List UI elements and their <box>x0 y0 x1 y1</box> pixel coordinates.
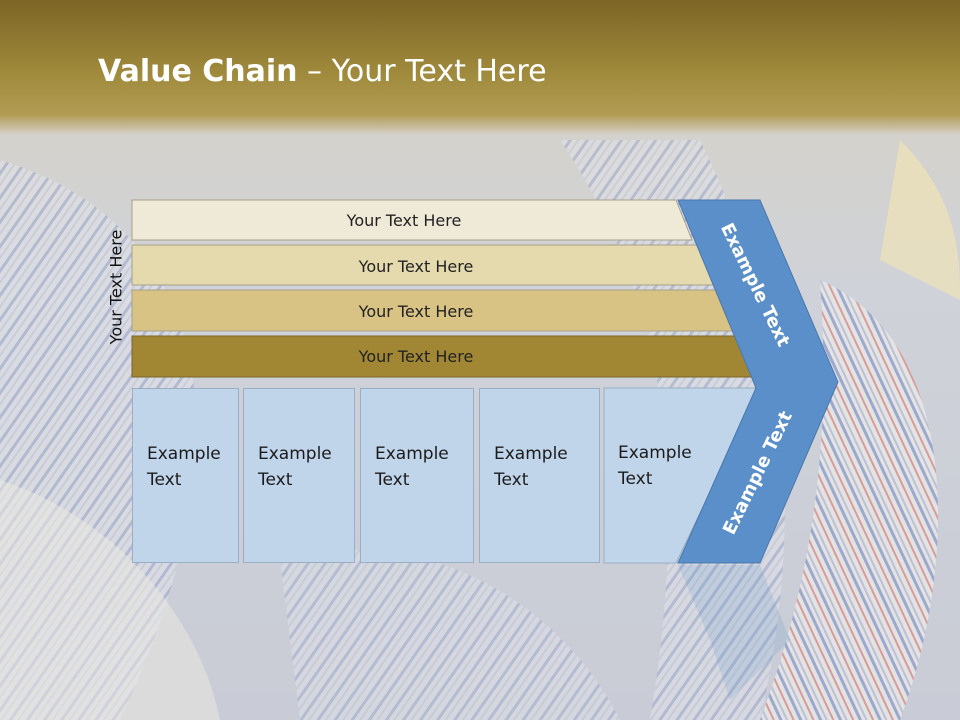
cell-2-line2: Text <box>258 470 293 490</box>
cell-1-line2: Text <box>147 470 182 490</box>
cell-4-line1: Example <box>494 444 568 464</box>
reflection-layer <box>678 565 790 700</box>
bar-3-label: Your Text Here <box>358 301 474 321</box>
cell-2-reflection <box>243 565 355 685</box>
slide-title: Value Chain – Your Text Here <box>98 54 547 89</box>
cell-1-reflection <box>132 565 239 685</box>
cell-4-line2: Text <box>494 470 529 490</box>
bar-4-label: Your Text Here <box>358 346 474 366</box>
bar-2: Your Text Here <box>132 246 700 286</box>
bar-1-label: Your Text Here <box>346 210 462 230</box>
cell-shape-5 <box>603 387 761 564</box>
chevron-arrow <box>677 199 839 564</box>
cell-2-line1: Example <box>258 444 332 464</box>
cell-3-line2: Text <box>375 470 410 490</box>
cell-4-reflection <box>479 565 600 685</box>
cell-5-reflection <box>604 565 724 685</box>
bar-2-label: Your Text Here <box>358 256 474 276</box>
cell-5-line2: Text <box>618 469 653 489</box>
cell-1-line1: Example <box>147 444 221 464</box>
bar-3: Your Text Here <box>132 291 700 331</box>
title-bold: Value Chain <box>98 54 298 89</box>
cell-3-line1: Example <box>375 444 449 464</box>
bar-1: Your Text Here <box>132 200 676 240</box>
cell-5-line1: Example <box>618 443 692 463</box>
bar-shape-1 <box>131 199 693 241</box>
title-bar <box>0 0 960 135</box>
bar-4: Your Text Here <box>132 336 700 376</box>
title-rest: – Your Text Here <box>297 54 547 89</box>
cell-3-reflection <box>360 565 474 685</box>
